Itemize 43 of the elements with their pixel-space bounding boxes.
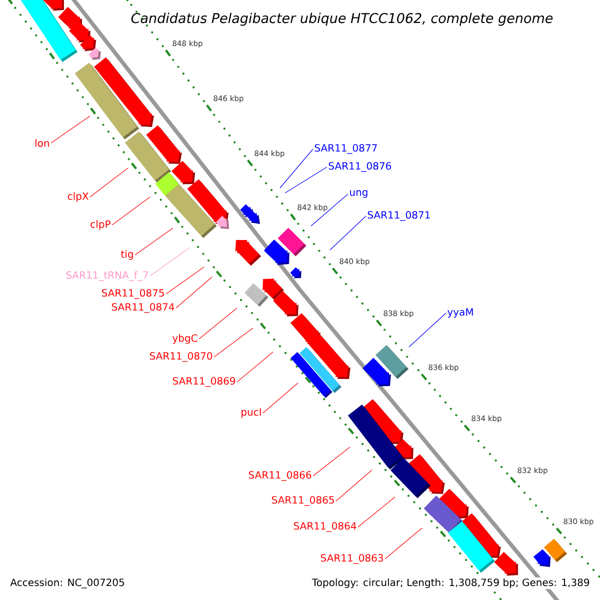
- gene-label: yyaM: [448, 308, 473, 318]
- genome-summary-text: Topology: circular; Length: 1,308,759 bp; Genes: 1,389: [310, 577, 591, 590]
- leader-line: [384, 528, 422, 560]
- leader-line: [134, 228, 174, 256]
- leader-line: [50, 116, 90, 144]
- gene-label: SAR11_0864: [294, 522, 356, 532]
- leader-line: [166, 266, 204, 294]
- gene-label: clpP: [90, 220, 110, 230]
- leader-line: [112, 196, 150, 226]
- gene-label: SAR11_0874: [112, 303, 174, 313]
- gene-label: SAR11_0869: [172, 377, 236, 387]
- leader-line: [90, 168, 128, 198]
- gene-label: SAR11_0865: [272, 496, 334, 506]
- leader-line: [330, 216, 366, 250]
- title: Candidatus Pelagibacter ubique HTCC1062, complete genome: [131, 12, 553, 26]
- gene-label: SAR11_0863: [320, 554, 383, 564]
- leader-line: [310, 194, 348, 226]
- gene-label: SAR11_tRNA_f_7: [66, 271, 148, 281]
- leader-line: [358, 496, 396, 528]
- gene-label: ung: [350, 190, 368, 198]
- leader-line: [336, 470, 372, 502]
- leader-line: [262, 382, 298, 414]
- gene-label: ybgC: [172, 334, 198, 344]
- leader-line: [312, 446, 350, 476]
- gene-label: SAR11_0871: [368, 211, 430, 221]
- leader-line: [214, 328, 254, 358]
- gene-label: SAR11_0876: [328, 162, 392, 172]
- leader-line: [280, 148, 314, 188]
- leader-line: [176, 276, 212, 308]
- gene-label: lon: [36, 139, 49, 147]
- leader-line: [198, 308, 238, 340]
- gene-label: SAR11_0875: [102, 289, 164, 299]
- gene-label: SAR11_0866: [248, 471, 312, 481]
- leader-line: [408, 312, 446, 348]
- accession-text: Accession: NC_007205: [9, 577, 126, 590]
- gene-label: pucI: [242, 408, 261, 418]
- gene-label: SAR11_0870: [150, 352, 212, 362]
- leader-line: [236, 352, 274, 382]
- gene-label: tig: [121, 250, 133, 260]
- leader-line: [150, 248, 190, 276]
- leader-line: [284, 166, 328, 194]
- gene-label: clpX: [68, 192, 88, 202]
- gene-label: SAR11_0877: [314, 144, 377, 154]
